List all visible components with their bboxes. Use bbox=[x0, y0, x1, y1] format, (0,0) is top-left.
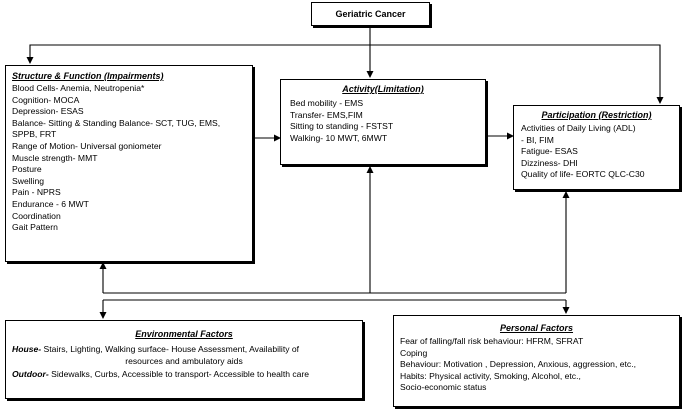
structure-function-box: Structure & Function (Impairments) Blood… bbox=[5, 65, 253, 262]
personal-factors-box: Personal Factors Fear of falling/fall ri… bbox=[393, 315, 680, 407]
list-item: Swelling bbox=[12, 175, 45, 186]
list-item: Bed mobility - EMS bbox=[290, 98, 364, 108]
outdoor-label: Outdoor- bbox=[12, 369, 49, 380]
list-item: Blood Cells- Anemia, Neutropenia* bbox=[12, 83, 145, 93]
list-item: Socio-economic status bbox=[400, 382, 487, 393]
list-item: Endurance - 6 MWT bbox=[12, 198, 89, 209]
house-line-2: resources and ambulatory aids bbox=[125, 355, 243, 366]
list-item: Coordination bbox=[12, 210, 61, 221]
environmental-factors-title: Environmental Factors bbox=[135, 329, 233, 339]
list-item: Muscle strength- MMT bbox=[12, 152, 98, 163]
list-item: Depression- ESAS bbox=[12, 106, 84, 117]
geriatric-cancer-title: Geriatric Cancer bbox=[335, 9, 406, 19]
list-item: Fatigue- ESAS bbox=[521, 146, 578, 157]
list-item: Behaviour: Motivation , Depression, Anxi… bbox=[400, 359, 636, 370]
outdoor-line: Outdoor- Sidewalks, Curbs, Accessible to… bbox=[12, 369, 356, 381]
list-item: Gait Pattern bbox=[12, 222, 58, 233]
list-item: Fear of falling/fall risk behaviour: HFR… bbox=[400, 336, 584, 346]
geriatric-cancer-box: Geriatric Cancer bbox=[311, 2, 430, 26]
list-item: Pain - NPRS bbox=[12, 187, 61, 198]
activity-title: Activity(Limitation) bbox=[342, 84, 424, 94]
environmental-factors-box: Environmental Factors House- Stairs, Lig… bbox=[5, 320, 363, 399]
list-item: Quality of life- EORTC QLC-C30 bbox=[521, 169, 645, 180]
house-line: House- Stairs, Lighting, Walking surface… bbox=[12, 344, 356, 356]
list-item: Habits: Physical activity, Smoking, Alco… bbox=[400, 370, 581, 381]
participation-title: Participation (Restriction) bbox=[541, 110, 652, 120]
list-item: Walking- 10 MWT, 6MWT bbox=[290, 132, 388, 143]
structure-function-title: Structure & Function (Impairments) bbox=[12, 71, 164, 81]
list-item: Posture bbox=[12, 164, 42, 175]
outdoor-text: Sidewalks, Curbs, Accessible to transpor… bbox=[48, 369, 310, 380]
house-label: House- bbox=[12, 344, 42, 354]
list-item: Range of Motion- Universal goniometer bbox=[12, 140, 162, 151]
participation-box: Participation (Restriction) Activities o… bbox=[513, 105, 680, 190]
list-item: Activities of Daily Living (ADL) bbox=[521, 123, 636, 133]
list-item: Cognition- MOCA bbox=[12, 94, 80, 105]
list-item: Transfer- EMS,FIM bbox=[290, 109, 363, 120]
list-item: SPPB, FRT bbox=[12, 129, 57, 140]
personal-factors-title: Personal Factors bbox=[499, 323, 574, 333]
activity-box: Activity(Limitation) Bed mobility - EMS … bbox=[280, 79, 486, 165]
house-text: Stairs, Lighting, Walking surface- House… bbox=[41, 344, 300, 354]
list-item: Balance- Sitting & Standing Balance- SCT… bbox=[12, 117, 221, 128]
arrow-top-to-participation bbox=[370, 44, 664, 104]
structure-function-list: Blood Cells- Anemia, Neutropenia* Cognit… bbox=[12, 83, 246, 234]
list-item: - BI, FIM bbox=[521, 134, 554, 145]
list-item: Dizziness- DHI bbox=[521, 157, 578, 168]
arrow-top-to-structure bbox=[26, 44, 370, 64]
list-item: Sitting to standing - FSTST bbox=[290, 121, 394, 132]
list-item: Coping bbox=[400, 347, 428, 358]
